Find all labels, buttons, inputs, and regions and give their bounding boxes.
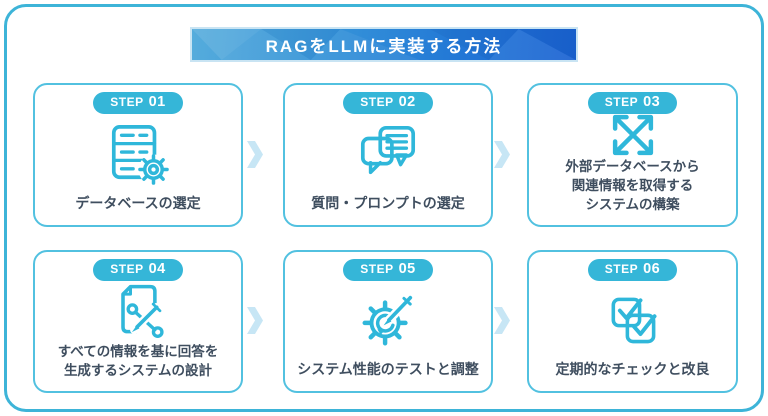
expand-arrows-icon: [607, 114, 659, 157]
double-check-icon: [603, 281, 663, 361]
step-badge-number: 01: [148, 94, 166, 110]
step-badge: STEP 02: [343, 92, 433, 114]
arrow-right-icon: [247, 307, 263, 334]
lowpoly-texture: [192, 29, 576, 60]
step-badge-prefix: STEP: [110, 262, 144, 276]
arrow-right-icon: [247, 141, 263, 168]
step-badge: STEP 06: [587, 259, 678, 281]
step-badge-number: 02: [398, 94, 416, 110]
step-badge-number: 03: [643, 94, 661, 110]
document-tools-icon: [108, 281, 168, 342]
step-badge-prefix: STEP: [604, 262, 639, 276]
step-badge-prefix: STEP: [110, 95, 144, 109]
step-label: システム性能のテストと調整: [297, 361, 479, 378]
step-badge-number: 04: [148, 261, 166, 277]
arrow-right-icon: [494, 307, 510, 334]
step-label: 外部データベースから 関連情報を取得する システムの構築: [565, 158, 700, 212]
step-card-4: STEP 04 すべての情報を基に回答を 生成するシステムの設計: [33, 250, 243, 393]
step-badge-number: 05: [398, 261, 416, 277]
step-card-2: STEP 02 質問・プロンプトの選定: [283, 83, 493, 227]
step-badge: STEP 01: [93, 92, 183, 114]
step-badge: STEP 04: [93, 259, 183, 281]
step-label: データベースの選定: [75, 195, 201, 212]
arrow-right-icon: [494, 141, 510, 168]
step-label: すべての情報を基に回答を 生成するシステムの設計: [57, 343, 219, 378]
step-badge-prefix: STEP: [604, 95, 639, 109]
gear-pencil-icon: [357, 281, 419, 361]
chat-bubbles-icon: [357, 114, 419, 195]
step-badge: STEP 03: [587, 92, 678, 114]
title-banner: RAGをLLMに実装する方法: [190, 27, 578, 62]
step-label: 定期的なチェックと改良: [555, 361, 710, 378]
step-label: 質問・プロンプトの選定: [311, 195, 465, 212]
step-badge: STEP 05: [343, 259, 433, 281]
step-card-5: STEP 05 システム性能のテストと調整: [283, 250, 493, 393]
database-gear-icon: [107, 114, 169, 195]
step-badge-prefix: STEP: [360, 262, 394, 276]
step-badge-number: 06: [643, 261, 661, 277]
page-title: RAGをLLMに実装する方法: [265, 37, 503, 56]
step-badge-prefix: STEP: [360, 95, 394, 109]
step-card-3: STEP 03 外部データベースから 関連情報を取得する システムの構築: [527, 83, 738, 227]
step-card-1: STEP 01: [33, 83, 243, 227]
step-card-6: STEP 06 定期的なチェックと改良: [527, 250, 738, 393]
